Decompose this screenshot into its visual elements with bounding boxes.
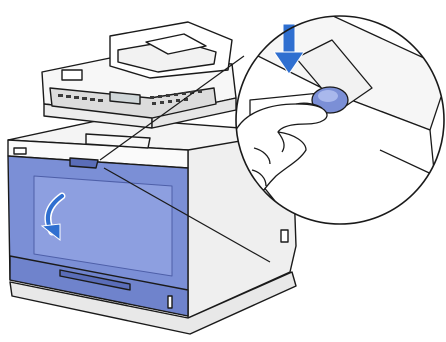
callout-leader-bottom xyxy=(103,167,271,263)
panel-button xyxy=(176,99,180,102)
panel-button xyxy=(182,92,186,95)
printer-base xyxy=(9,271,297,335)
adf-paper-guide xyxy=(145,33,207,55)
panel-button xyxy=(74,96,79,99)
release-button-highlight xyxy=(318,90,338,102)
scanner-panel-left xyxy=(61,69,83,81)
panel-button xyxy=(158,95,162,98)
panel-button xyxy=(184,98,188,101)
front-cover xyxy=(7,155,189,317)
panel-button xyxy=(160,101,164,104)
panel-button xyxy=(82,97,87,100)
panel-button xyxy=(90,98,95,101)
callout-leader-top xyxy=(99,55,245,161)
printer-icon xyxy=(7,21,297,335)
panel-button xyxy=(198,90,202,93)
panel-button xyxy=(168,100,172,103)
panel-button xyxy=(66,95,71,98)
output-slot xyxy=(85,133,151,149)
paper-tray-front xyxy=(9,255,189,317)
panel-button xyxy=(98,99,103,102)
front-cover-inner xyxy=(33,175,173,277)
lcd-screen xyxy=(109,91,141,105)
panel-button xyxy=(190,91,194,94)
tray-handle xyxy=(59,269,131,291)
control-panel-buttons xyxy=(58,90,202,105)
panel-button xyxy=(150,96,154,99)
tray-paper-indicator xyxy=(167,295,173,309)
panel-button xyxy=(174,93,178,96)
callout-circle-border xyxy=(235,15,445,225)
panel-button xyxy=(166,94,170,97)
front-label xyxy=(13,147,27,155)
panel-button xyxy=(58,94,63,97)
front-cover-release-button xyxy=(69,157,99,169)
side-vent xyxy=(280,229,289,243)
panel-button xyxy=(152,102,156,105)
front-cover-open-arrow-icon xyxy=(40,192,66,242)
